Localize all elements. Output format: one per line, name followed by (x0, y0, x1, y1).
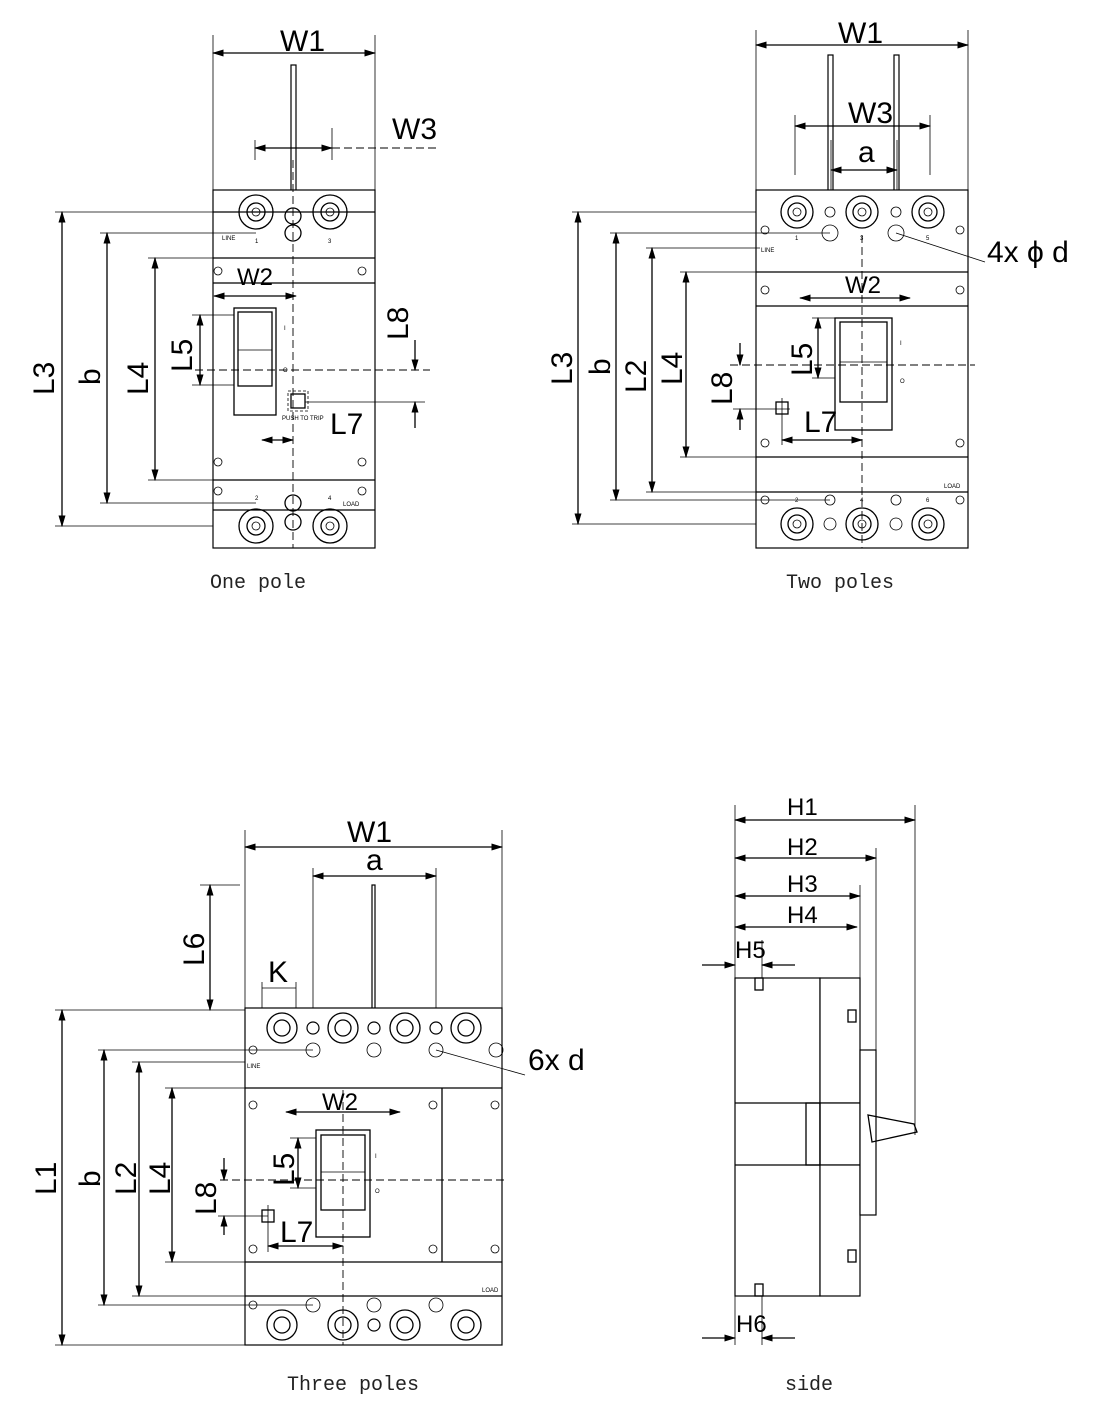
three-poles-line-label: LINE (247, 1064, 260, 1070)
three-poles-dim-l4: L4 (144, 1162, 177, 1195)
two-poles-terminal-4: 4 (860, 498, 864, 504)
push-to-trip-label: PUSH TO TRIP (282, 416, 324, 422)
one-pole-dim-l5: L5 (166, 339, 199, 372)
two-poles-drawing: W1 W3 a LINE 1 3 5 W2 I (546, 17, 1069, 595)
one-pole-dim-l8: L8 (382, 307, 415, 340)
two-poles-dim-w1: W1 (838, 17, 883, 50)
two-poles-dim-w2: W2 (845, 272, 881, 299)
side-dim-h6: H6 (736, 1311, 767, 1338)
three-poles-dim-b: b (74, 1170, 107, 1187)
side-dim-h1: H1 (787, 794, 818, 821)
two-poles-dim-l7: L7 (804, 406, 837, 439)
side-view-drawing: H1 H2 H3 H4 H5 H6 side (702, 794, 918, 1397)
terminal-3: 3 (328, 239, 332, 245)
three-poles-dim-l1: L1 (30, 1162, 63, 1195)
two-poles-off-mark: O (900, 379, 905, 385)
terminal-2: 2 (255, 496, 259, 502)
three-poles-load-label: LOAD (482, 1288, 499, 1294)
one-pole-dim-l3: L3 (28, 362, 61, 395)
two-poles-on-mark: I (900, 341, 902, 347)
two-poles-dim-l5: L5 (786, 343, 819, 376)
two-poles-dim-b: b (584, 358, 617, 375)
terminal-1: 1 (255, 239, 259, 245)
side-dim-h3: H3 (787, 871, 818, 898)
two-poles-terminal-2: 2 (795, 498, 799, 504)
three-poles-dim-a: a (366, 844, 383, 877)
two-poles-dim-l8: L8 (706, 372, 739, 405)
three-poles-hole-callout: 6x d (528, 1044, 585, 1077)
side-dim-h2: H2 (787, 834, 818, 861)
two-poles-terminal-1: 1 (795, 236, 799, 242)
three-poles-dim-l5: L5 (268, 1153, 301, 1186)
one-pole-load-label: LOAD (343, 502, 360, 508)
one-pole-dim-l7: L7 (330, 408, 363, 441)
two-poles-dim-w3: W3 (848, 97, 893, 130)
side-dim-h4: H4 (787, 902, 818, 929)
one-pole-dim-w2: W2 (237, 264, 273, 291)
caption-three-poles: Three poles (287, 1374, 419, 1397)
two-poles-terminal-5: 5 (926, 236, 930, 242)
one-pole-off-mark: O (283, 368, 288, 374)
terminal-4: 4 (328, 496, 332, 502)
three-poles-dim-k: K (268, 956, 288, 989)
one-pole-line-label: LINE (222, 236, 235, 242)
one-pole-drawing: W1 W3 LINE 1 3 I O W2 PUSH TO TRIP (28, 25, 440, 595)
three-poles-on-mark: I (375, 1154, 377, 1160)
caption-one-pole: One pole (210, 572, 306, 595)
three-poles-dim-l2: L2 (110, 1162, 143, 1195)
two-poles-load-label: LOAD (944, 484, 961, 490)
two-poles-dim-l2: L2 (620, 360, 653, 393)
three-poles-dim-w1: W1 (347, 816, 392, 849)
three-poles-off-mark: O (375, 1189, 380, 1195)
two-poles-dim-l4: L4 (656, 352, 689, 385)
one-pole-dim-b: b (74, 368, 107, 385)
two-poles-terminal-6: 6 (926, 498, 930, 504)
two-poles-line-label: LINE (761, 248, 774, 254)
three-poles-dim-l8: L8 (190, 1182, 223, 1215)
two-poles-dim-l3: L3 (546, 352, 579, 385)
caption-two-poles: Two poles (786, 572, 894, 595)
caption-side: side (785, 1374, 833, 1397)
three-poles-dim-l7: L7 (280, 1216, 313, 1249)
three-poles-dim-l6: L6 (178, 933, 211, 966)
three-poles-drawing: W1 a L6 K LINE 6x d W2 (30, 816, 585, 1397)
two-poles-dim-a: a (858, 136, 875, 169)
three-poles-dim-w2: W2 (322, 1089, 358, 1116)
dim-w1: W1 (280, 25, 325, 58)
one-pole-dim-l4: L4 (122, 362, 155, 395)
two-poles-hole-callout: 4x ϕ d (987, 236, 1069, 269)
dim-w3: W3 (392, 113, 437, 146)
side-dim-h5: H5 (735, 937, 766, 964)
one-pole-on-mark: I (284, 326, 286, 332)
